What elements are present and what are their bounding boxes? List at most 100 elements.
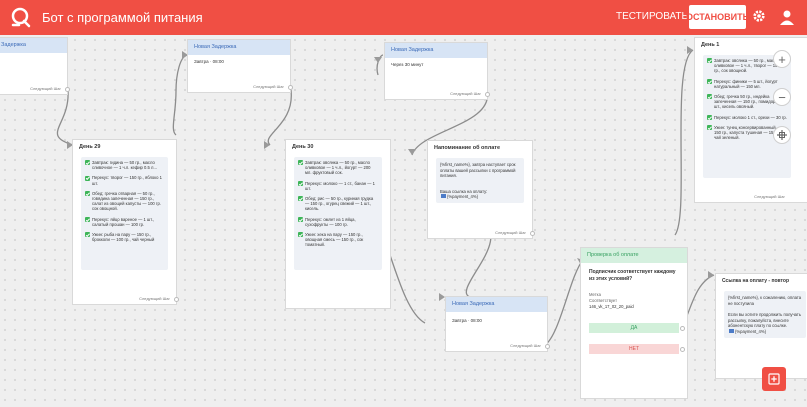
message-content: Завтрак: овсянка — 50 гр., масло оливков…: [703, 55, 791, 178]
node-header: Проверка об оплате: [581, 248, 687, 263]
payment-variable: {%payment_4%}: [728, 329, 802, 334]
node-header: День 29: [79, 144, 101, 150]
stop-button[interactable]: ОСТАНОВИТЬ: [686, 5, 749, 29]
meal-item: Завтрак: гидина — 50 гр., масло сливочно…: [85, 160, 164, 170]
meal-item: Перекус: омлет из 1 яйца, сухофрукты — 1…: [298, 217, 378, 227]
node-header: День 30: [292, 144, 314, 150]
condition-field: Метка: [589, 292, 601, 297]
message-text: Если вы хотите продолжить получать рассы…: [728, 312, 802, 328]
node-header: Напоминание об оплате: [434, 145, 501, 151]
node-header: Новая Задержка: [188, 40, 290, 55]
node-header: Новая Задержка: [446, 297, 547, 312]
meal-item: Ужин: тунец консервированный — 150 гр., …: [707, 125, 787, 141]
check-icon: [298, 232, 303, 238]
delay-time: Завтра · 08:00: [194, 59, 224, 64]
check-icon: [85, 160, 90, 166]
variable-tag-icon: [729, 329, 734, 334]
meal-item: Перекус: финики — 5 шт., йогурт натураль…: [707, 79, 787, 89]
meal-item: Завтрак: овсянка — 50 гр., масло оливков…: [707, 58, 787, 74]
node-header: Задержка: [0, 38, 67, 53]
delay-node-3[interactable]: Новая Задержка Завтра · 08:00 Следующий …: [445, 296, 550, 352]
message-node-reminder[interactable]: Напоминание об оплате {%first_name%}, за…: [427, 140, 535, 239]
payment-variable: {%payment_4%}: [440, 194, 520, 199]
delay-node-2[interactable]: Новая Задержка Через 30 минут Следующий …: [384, 42, 490, 100]
message-text: {%first_name%}, завтра наступает срок оп…: [440, 162, 516, 178]
top-bar: Бот с программой питания ТЕСТИРОВАТЬ ОСТ…: [0, 0, 807, 35]
meal-item: Обед: гречка 50 гр., индейка запеченная …: [707, 94, 787, 110]
next-step-handle[interactable]: [485, 92, 490, 97]
condition-question: Подписчик соответствует каждому из этих …: [589, 269, 676, 282]
test-button[interactable]: ТЕСТИРОВАТЬ: [616, 11, 689, 22]
next-step-handle[interactable]: [65, 87, 70, 92]
message-text: Ваша ссылка на оплату:: [440, 188, 488, 194]
check-icon: [707, 94, 712, 100]
message-node-day30[interactable]: День 30 Завтрак: овсянка — 50 гр., масло…: [285, 139, 391, 309]
check-icon: [85, 175, 90, 181]
next-step-handle[interactable]: [174, 297, 179, 302]
message-node-payment-link[interactable]: Ссылка на оплату - повтор {%first_name%}…: [715, 273, 807, 379]
condition-operator: Соответствует: [589, 298, 618, 303]
variable-tag-icon: [441, 194, 446, 199]
delay-node-1[interactable]: Новая Задержка Завтра · 08:00 Следующий …: [187, 39, 293, 93]
meal-item: Перекус: молоко — 1 ст., банан — 1 шт.: [298, 181, 378, 191]
check-icon: [707, 79, 712, 84]
next-step-label: Следующий Шаг: [754, 194, 785, 199]
next-step-handle[interactable]: [288, 85, 293, 90]
meal-item: Обед: гречка отварная — 50 гр., говядина…: [85, 191, 164, 212]
node-header: Новая Задержка: [385, 43, 487, 58]
check-icon: [85, 191, 90, 197]
message-content: Завтрак: овсянка — 50 гр., масло оливков…: [294, 157, 382, 270]
branch-yes-handle[interactable]: [680, 325, 685, 331]
meal-item: Перекус: молоко 1 ст., орехи — 30 гр.: [707, 115, 787, 121]
message-content: {%first_name%}, завтра наступает срок оп…: [436, 158, 524, 203]
next-step-label: Следующий Шаг: [139, 296, 170, 301]
meal-item: Перекус: творог — 150 гр., яблоко 1 шт.: [85, 175, 164, 186]
next-step-label: Следующий Шаг: [30, 86, 61, 91]
branch-yes[interactable]: ДА: [589, 323, 685, 333]
check-icon: [298, 196, 303, 202]
meal-item: Обед: рис — 50 гр., куриная грудка — 150…: [298, 196, 378, 212]
flow-canvas[interactable]: Задержка Следующий Шаг Новая Задержка За…: [0, 35, 807, 407]
check-icon: [707, 125, 712, 131]
delay-time: Через 30 минут: [391, 62, 424, 67]
gear-icon[interactable]: [752, 9, 766, 23]
meal-item: Ужин: хека на пару — 150 гр., овощная см…: [298, 232, 378, 248]
next-step-label: Следующий Шаг: [495, 230, 526, 235]
next-step-handle[interactable]: [545, 344, 550, 349]
message-content: Завтрак: гидина — 50 гр., масло сливочно…: [81, 157, 168, 270]
next-step-label: Следующий Шаг: [450, 91, 481, 96]
zoom-in-button[interactable]: +: [773, 50, 791, 68]
next-step-label: Следующий Шаг: [253, 84, 284, 89]
bot-title: Бот с программой питания: [42, 10, 203, 25]
check-icon: [298, 217, 303, 223]
meal-item: Ужин: рыба на пару — 150 гр., брокколи —…: [85, 232, 164, 242]
message-text: {%first_name%}, к сожалению, оплата не п…: [728, 295, 802, 306]
check-icon: [707, 58, 712, 64]
message-content: {%first_name%}, к сожалению, оплата не п…: [724, 291, 806, 338]
check-icon: [85, 217, 90, 223]
add-icon: [768, 373, 780, 385]
zoom-out-button[interactable]: −: [773, 88, 791, 106]
meal-item: Перекус: яйцо вареное — 1 шт., салатый п…: [85, 217, 164, 227]
node-header: День 1: [701, 42, 720, 48]
branch-no[interactable]: НЕТ: [589, 344, 685, 354]
check-icon: [707, 115, 712, 121]
next-step-handle[interactable]: [530, 231, 535, 236]
fit-view-button[interactable]: [773, 126, 791, 144]
app-logo-icon[interactable]: [10, 6, 32, 28]
check-icon: [298, 181, 303, 186]
condition-node-payment-check[interactable]: Проверка об оплате Подписчик соответству…: [580, 247, 688, 399]
delay-node-partial[interactable]: Задержка Следующий Шаг: [0, 37, 70, 95]
check-icon: [298, 160, 303, 166]
add-node-button[interactable]: [762, 367, 786, 391]
next-step-label: Следующий Шаг: [510, 343, 541, 348]
user-icon[interactable]: [778, 8, 796, 26]
node-header: Ссылка на оплату - повтор: [722, 278, 790, 284]
condition-value: 146_vk_17_02_20_paid: [589, 304, 634, 309]
branch-no-handle[interactable]: [680, 346, 685, 352]
delay-time: Завтра · 08:00: [452, 318, 482, 323]
check-icon: [85, 232, 90, 238]
message-node-day29[interactable]: День 29 Завтрак: гидина — 50 гр., масло …: [72, 139, 179, 305]
flow-connections: [56, 46, 715, 346]
crosshair-icon: [777, 130, 787, 140]
